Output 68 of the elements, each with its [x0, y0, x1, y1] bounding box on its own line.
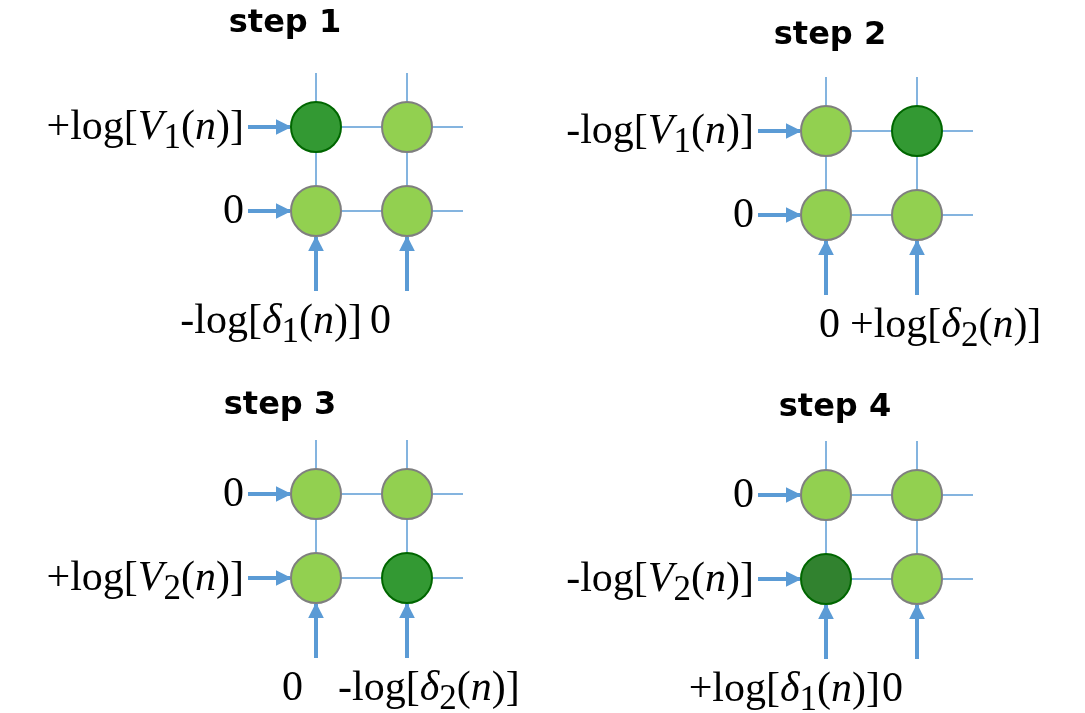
math-label: -log[δ$_{1}$(n)] [180, 295, 362, 356]
wire-line [341, 210, 382, 212]
circle-node [891, 469, 943, 521]
circle-node [381, 468, 433, 520]
arrow [399, 235, 415, 291]
circle-node [891, 189, 943, 241]
math-label: -log[V$_{1}$(n)] [566, 105, 754, 166]
circle-node [891, 553, 943, 605]
math-label: +log[δ$_{1}$(n)] [688, 663, 880, 713]
math-label: +log[V$_{2}$(n)] [46, 552, 244, 613]
math-label: -log[δ$_{2}$(n)] [338, 662, 520, 713]
step-title: step 1 [228, 2, 342, 40]
math-label: 0 [370, 295, 391, 343]
wire-line [341, 493, 382, 495]
wire-line [406, 519, 408, 553]
arrow [248, 119, 292, 135]
math-label: 0 [882, 663, 903, 711]
wire-line [851, 578, 892, 580]
arrow [909, 603, 925, 659]
arrow [758, 207, 802, 223]
math-label: 0 [223, 468, 244, 516]
circle-node [290, 468, 342, 520]
math-label: +log[δ$_{2}$(n)] [850, 299, 1042, 360]
step-title: step 4 [778, 386, 892, 424]
wire-line [825, 520, 827, 554]
arrow [818, 239, 834, 295]
arrow [909, 239, 925, 295]
circle-node [800, 469, 852, 521]
arrow [818, 603, 834, 659]
wire-line [851, 130, 892, 132]
wire-line [916, 156, 918, 190]
math-label: 0 [282, 662, 303, 710]
math-label: 0 [819, 299, 840, 347]
math-label: 0 [733, 469, 754, 517]
circle-node [800, 189, 852, 241]
circle-node [290, 552, 342, 604]
wire-line [406, 152, 408, 186]
circle-node [800, 105, 852, 157]
arrow [758, 487, 802, 503]
math-label: 0 [223, 185, 244, 233]
circle-node [891, 105, 943, 157]
wire-line [341, 126, 382, 128]
wire-line [825, 156, 827, 190]
arrow [248, 486, 292, 502]
arrow [308, 602, 324, 658]
math-label: -log[V$_{2}$(n)] [566, 553, 754, 614]
wire-line [315, 519, 317, 553]
arrow [758, 123, 802, 139]
circle-node [290, 185, 342, 237]
circle-node [381, 185, 433, 237]
arrow [308, 235, 324, 291]
wire-line [916, 520, 918, 554]
circle-node [290, 101, 342, 153]
wire-line [851, 494, 892, 496]
circle-node [381, 552, 433, 604]
step-title: step 2 [773, 14, 887, 52]
wire-line [341, 577, 382, 579]
arrow [248, 203, 292, 219]
arrow [399, 602, 415, 658]
math-label: 0 [733, 189, 754, 237]
arrow [758, 571, 802, 587]
wire-line [315, 152, 317, 186]
arrow [248, 570, 292, 586]
step-title: step 3 [223, 384, 337, 422]
math-label: +log[V$_{1}$(n)] [46, 101, 244, 162]
circle-node [800, 553, 852, 605]
wire-line [851, 214, 892, 216]
circle-node [381, 101, 433, 153]
